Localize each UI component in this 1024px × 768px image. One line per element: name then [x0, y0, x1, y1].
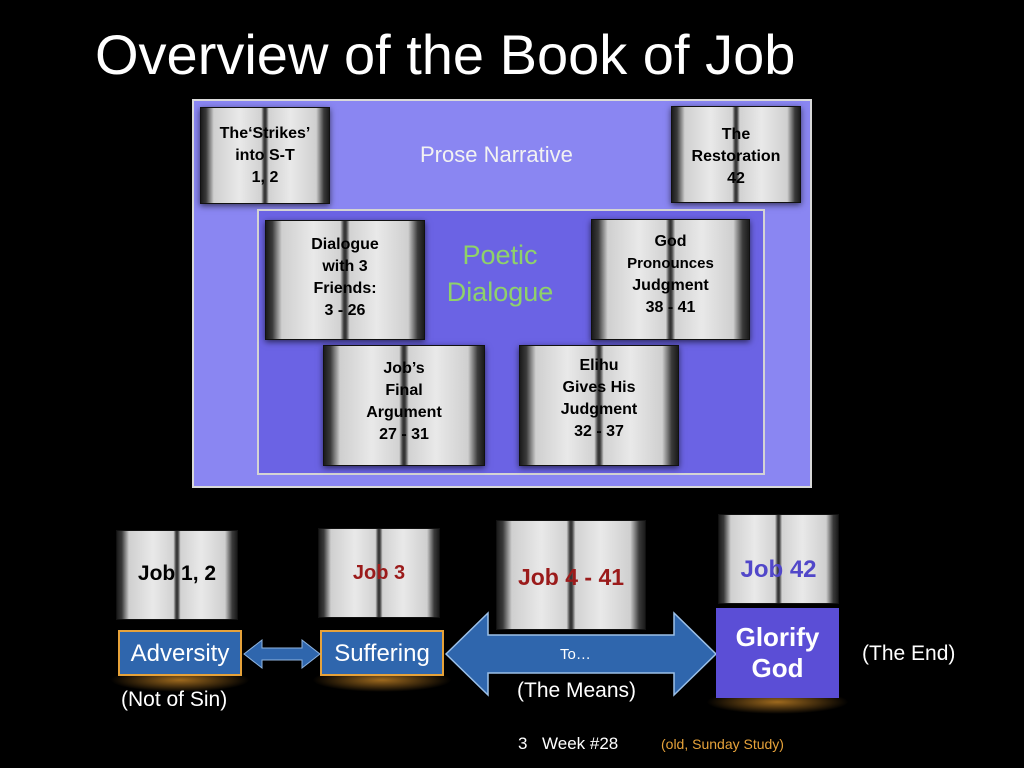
- book-god-line2: Pronounces: [627, 255, 714, 272]
- timeline-label-job-3: Job 3: [352, 562, 406, 584]
- book-final-line1: Job’s: [383, 360, 425, 377]
- the-end-caption: (The End): [862, 642, 956, 665]
- book-restoration-line1: The: [721, 126, 751, 143]
- book-restoration: The Restoration 42: [671, 106, 801, 203]
- arrow-text: To…: [560, 646, 591, 663]
- book-dialogue-line2: with 3: [322, 258, 368, 275]
- poetic-dialogue-label: Poetic Dialogue: [430, 237, 570, 311]
- timeline-label-job-4-41: Job 4 - 41: [517, 564, 625, 590]
- the-means-caption: (The Means): [517, 679, 637, 702]
- book-god-pronounces: God Pronounces Judgment 38 - 41: [591, 219, 750, 340]
- book-final-line4: 27 - 31: [379, 426, 429, 443]
- book-dialogue-line1: Dialogue: [311, 236, 379, 253]
- book-final-line3: Argument: [366, 404, 442, 421]
- book-god-line3: Judgment: [632, 277, 709, 294]
- book-elihu-line3: Judgment: [560, 401, 638, 418]
- timeline-label-job-1-2: Job 1, 2: [137, 562, 217, 585]
- book-dialogue-line4: 3 - 26: [324, 302, 366, 319]
- book-dialogue-line3: Friends:: [313, 280, 377, 297]
- not-of-sin-caption: (Not of Sin): [121, 688, 228, 711]
- book-elihu-line1: Elihu: [579, 357, 619, 374]
- suffering-box: Suffering: [320, 630, 444, 676]
- book-elihu-line2: Gives His: [562, 379, 636, 396]
- book-elihu-line4: 32 - 37: [574, 423, 624, 440]
- book-strikes-line3: 1, 2: [251, 169, 279, 186]
- timeline-book-job-1-2: Job 1, 2: [116, 530, 238, 620]
- timeline-book-job-3: Job 3: [318, 528, 440, 618]
- study-note: (old, Sunday Study): [661, 736, 784, 752]
- timeline-label-job-42: Job 42: [740, 556, 817, 583]
- slide-number: 3: [518, 734, 528, 753]
- poetic-label-line1: Poetic: [462, 240, 538, 270]
- book-god-line1: God: [654, 233, 687, 250]
- book-god-line4: 38 - 41: [645, 299, 696, 316]
- book-final-line2: Final: [385, 382, 423, 399]
- book-final-argument: Job’s Final Argument 27 - 31: [323, 345, 485, 466]
- book-elihu: Elihu Gives His Judgment 32 - 37: [519, 345, 679, 466]
- book-strikes: The‘Strikes’ into S-T 1, 2: [200, 107, 330, 204]
- book-strikes-line2: into S-T: [235, 147, 295, 164]
- glorify-line1: Glorify: [735, 622, 820, 652]
- glorify-line2: God: [751, 653, 804, 683]
- book-strikes-line1: The‘Strikes’: [219, 125, 311, 142]
- book-dialogue-friends: Dialogue with 3 Friends: 3 - 26: [265, 220, 425, 340]
- prose-narrative-label: Prose Narrative: [420, 142, 573, 167]
- book-restoration-line3: 42: [727, 170, 745, 187]
- timeline-book-job-4-41: Job 4 - 41: [496, 520, 646, 630]
- slide-title: Overview of the Book of Job: [95, 23, 796, 86]
- glorify-god-box: Glorify God: [716, 608, 839, 698]
- book-restoration-line2: Restoration: [691, 148, 781, 165]
- adversity-box: Adversity: [118, 630, 242, 676]
- week-label: Week #28: [542, 734, 619, 753]
- double-arrow-small-icon: [243, 638, 321, 670]
- poetic-label-line2: Dialogue: [446, 277, 554, 307]
- timeline-book-job-42: Job 42: [718, 514, 839, 604]
